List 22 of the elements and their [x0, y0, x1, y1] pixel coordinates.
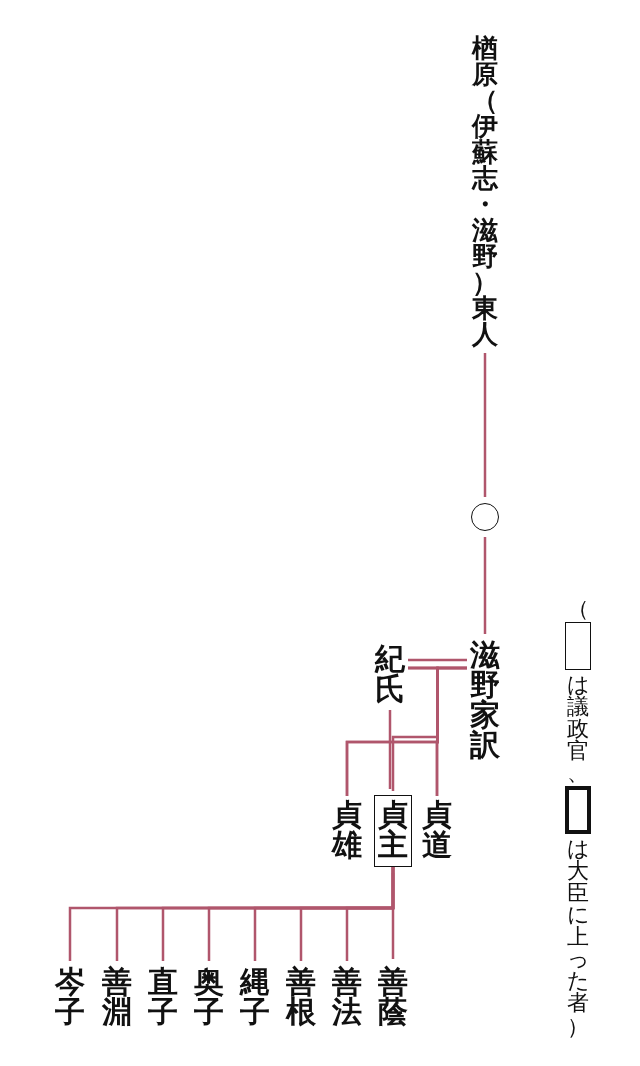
family-line [483, 353, 487, 497]
family-line [388, 710, 392, 789]
person-name: 滋野家訳 [469, 640, 501, 760]
person-name: 善淵 [101, 965, 133, 1029]
family-line [408, 666, 439, 796]
legend-text: は大臣に上った者 [567, 838, 589, 1014]
parenthesis: （ [567, 598, 589, 620]
legend-text: は議政官、 [567, 674, 589, 784]
person-name: 貞道 [421, 800, 453, 860]
person-name: 岑子 [54, 965, 86, 1029]
person-name: 貞雄 [331, 800, 363, 860]
parenthesis: ） [567, 1016, 589, 1038]
person-name: 直子 [147, 965, 179, 1029]
person-name: 紀氏 [374, 644, 406, 704]
person-name: 縄子 [239, 965, 271, 1029]
person-name: 楢原（伊蘇志・滋野）東人 [470, 35, 500, 347]
person-name: 善蔭 [377, 965, 409, 1029]
family-line [483, 537, 487, 634]
person-name: 善法 [331, 965, 363, 1029]
person-name: 善根 [285, 965, 317, 1029]
boxed-name: 貞主 [374, 795, 412, 867]
person-name: 奥子 [193, 965, 225, 1029]
